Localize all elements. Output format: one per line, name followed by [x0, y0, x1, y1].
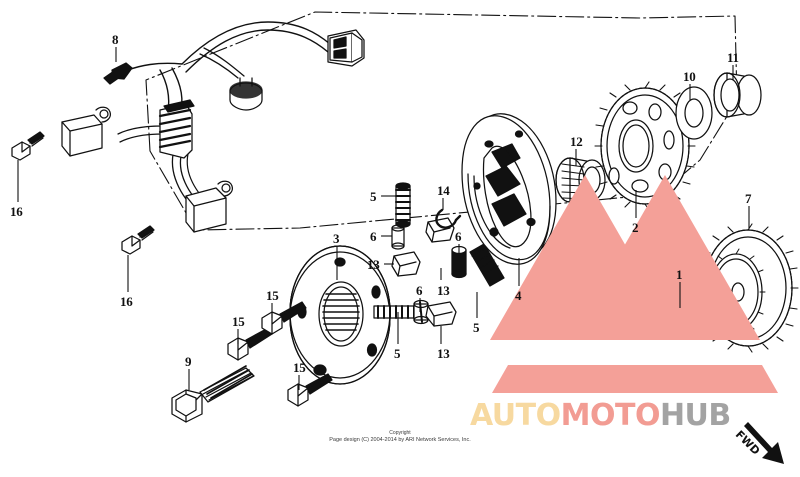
wordmark-hub: HUB [659, 398, 731, 433]
clip-part-14 [435, 208, 462, 229]
callout-13b[interactable]: 13 [437, 283, 450, 298]
spring-part-5-top [395, 182, 411, 228]
callout-6a[interactable]: 6 [370, 229, 377, 244]
callout-15a[interactable]: 15 [232, 314, 245, 329]
callout-1[interactable]: 1 [676, 267, 683, 282]
starter-gear-part-7 [697, 223, 799, 353]
callout-3[interactable]: 3 [333, 231, 340, 246]
bolt-part-15-c [287, 373, 333, 407]
copyright-line-1: Copyright [389, 430, 411, 436]
roller-part-13-left [391, 251, 421, 277]
pin-part-6-top [391, 224, 405, 250]
callout-10[interactable]: 10 [683, 69, 696, 84]
callout-6b[interactable]: 6 [455, 229, 462, 244]
callout-7[interactable]: 7 [745, 191, 752, 206]
roller-part-13-mid [425, 217, 455, 243]
spring-part-5-right [469, 243, 505, 287]
driven-gear-part-2 [594, 81, 696, 211]
callout-4[interactable]: 4 [515, 288, 522, 303]
automotohub-wordmark: AUTOMOTOHUB [470, 398, 800, 434]
callout-16a[interactable]: 16 [10, 204, 23, 219]
callout-13a[interactable]: 13 [367, 257, 380, 272]
callout-2[interactable]: 2 [632, 220, 639, 235]
callout-14[interactable]: 14 [437, 183, 450, 198]
copyright-notice: Copyright Page design (C) 2004-2014 by A… [0, 430, 800, 444]
callout-11[interactable]: 11 [727, 50, 739, 65]
callout-13c[interactable]: 13 [437, 346, 450, 361]
wire-harness-part-8 [61, 21, 365, 233]
callout-5b[interactable]: 5 [473, 320, 480, 335]
callout-8[interactable]: 8 [112, 32, 119, 47]
double-triangle-logo [490, 175, 778, 393]
bolt-part-15-b [261, 301, 307, 335]
callout-5c[interactable]: 5 [394, 346, 401, 361]
callout-5a[interactable]: 5 [370, 189, 377, 204]
callout-9[interactable]: 9 [185, 354, 192, 369]
bolt-part-16-left [11, 131, 45, 161]
starter-clutch-housing-part-4 [461, 113, 557, 265]
wordmark-moto: MOTO [560, 398, 661, 433]
callout-16b[interactable]: 16 [120, 294, 133, 309]
wordmark-auto: AUTO [470, 398, 561, 433]
copyright-line-2: Page design (C) 2004-2014 by ARI Network… [329, 437, 471, 443]
fwd-direction-marker: FWD [733, 418, 792, 470]
callout-6c[interactable]: 6 [416, 283, 423, 298]
callout-15c[interactable]: 15 [293, 360, 306, 375]
collar-part-11 [713, 72, 762, 118]
callout-12[interactable]: 12 [570, 134, 583, 149]
bolt-part-16-mid [121, 225, 155, 255]
flange-bolt-part-9 [171, 365, 255, 423]
pin-part-6-lower [413, 299, 429, 325]
spring-part-5-center [373, 305, 421, 319]
roller-part-13-right [425, 301, 457, 327]
bolt-part-15-a [227, 327, 273, 361]
callout-15b[interactable]: 15 [266, 288, 279, 303]
washer-part-10 [675, 86, 713, 140]
